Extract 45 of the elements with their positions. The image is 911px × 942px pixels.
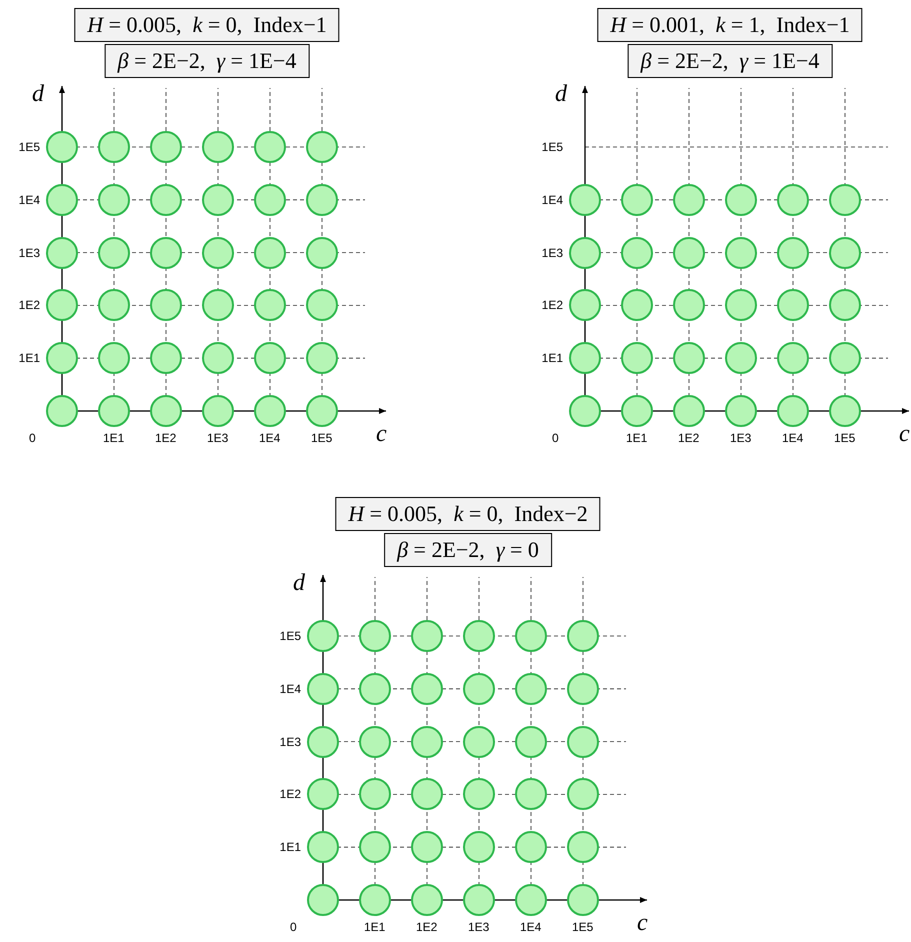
parameter-box: β = 2E−2, γ = 1E−4: [104, 44, 310, 78]
tick-label: 1E2: [280, 788, 301, 800]
tick-label: 1E1: [103, 432, 124, 444]
axis-label: d: [555, 82, 567, 106]
tick-label: 1E4: [18, 194, 40, 206]
tick-label: 1E5: [834, 432, 856, 444]
tick-label: 1E2: [416, 921, 438, 933]
tick-label: 1E5: [572, 921, 594, 933]
axis-label: c: [637, 911, 648, 935]
tick-label: 1E3: [280, 736, 301, 748]
tick-label: 0: [290, 921, 297, 933]
parameter-box: H = 0.005, k = 0, Index−2: [335, 497, 601, 531]
tick-label: 1E4: [782, 432, 804, 444]
tick-label: 1E5: [18, 141, 40, 153]
tick-label: 1E3: [542, 246, 563, 259]
tick-label: 1E4: [280, 682, 301, 695]
parameter-box: β = 2E−2, γ = 1E−4: [628, 44, 832, 78]
tick-label: 1E4: [259, 432, 280, 444]
tick-label: 1E3: [18, 246, 40, 259]
tick-label: 1E3: [730, 432, 752, 444]
tick-label: 1E1: [542, 352, 563, 364]
axis-label: d: [293, 571, 305, 595]
tick-label: 0: [552, 432, 559, 444]
tick-label: 1E3: [207, 432, 228, 444]
tick-label: 1E3: [468, 921, 490, 933]
axis-label: d: [32, 82, 44, 106]
tick-label: 1E1: [626, 432, 648, 444]
tick-label: 1E1: [364, 921, 386, 933]
parameter-box: H = 0.005, k = 0, Index−1: [74, 8, 340, 42]
parameter-box: β = 2E−2, γ = 0: [384, 533, 552, 567]
tick-label: 1E5: [542, 141, 563, 153]
tick-label: 1E2: [542, 299, 563, 312]
tick-label: 1E2: [18, 299, 40, 312]
tick-label: 1E2: [155, 432, 176, 444]
tick-label: 1E1: [18, 352, 40, 364]
tick-label: 1E2: [678, 432, 700, 444]
tick-label: 0: [29, 432, 36, 444]
tick-label: 1E5: [280, 630, 301, 642]
tick-label: 1E4: [520, 921, 542, 933]
tick-label: 1E5: [311, 432, 332, 444]
axis-label: c: [376, 422, 387, 446]
parameter-box: H = 0.001, k = 1, Index−1: [597, 8, 863, 42]
tick-label: 1E1: [280, 841, 301, 854]
axis-label: c: [899, 422, 910, 446]
tick-label: 1E4: [542, 194, 563, 206]
